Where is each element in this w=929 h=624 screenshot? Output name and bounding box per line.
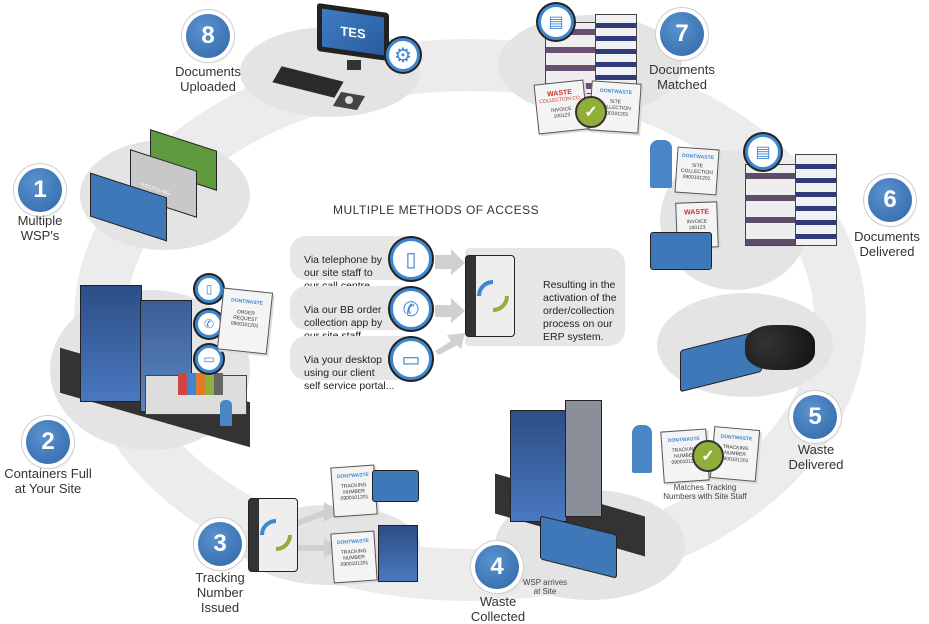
desktop-computer-illustration: TES <box>272 2 405 113</box>
tes-logo: TES <box>340 22 366 42</box>
tracking-number: TRACKING NUMBER 0900101201 <box>340 482 369 502</box>
monitor-stand <box>347 60 361 70</box>
mouse <box>345 96 353 104</box>
site-building-illustration <box>378 525 418 582</box>
arrow-icon <box>298 538 340 558</box>
waste-bags-pile <box>745 325 815 370</box>
telephone-icon: ✆ <box>390 288 432 330</box>
staff-member-illustration <box>650 140 672 188</box>
building-front <box>510 410 567 522</box>
brand-logo: DONTWASTE <box>681 152 715 162</box>
garbage-truck-illustration <box>650 232 712 270</box>
step-8-number: 8 <box>186 14 230 58</box>
site-collection-number: SITE COLLECTION 0900101201 <box>680 162 714 182</box>
methods-arrows <box>435 249 465 355</box>
mobile-phone-icon: ▯ <box>195 275 223 303</box>
waste-co-logo: WASTE <box>683 208 710 217</box>
waste-bins <box>178 373 223 395</box>
issue-arrows <box>298 502 340 558</box>
step-5-number: 5 <box>793 395 837 439</box>
site-building-illustration <box>495 395 655 557</box>
order-request-number: ORDER REQUEST 0900101201 <box>230 309 259 330</box>
gear-icon: ⚙ <box>386 38 420 72</box>
arrow-icon <box>435 298 465 323</box>
brand-logo: DONTWASTE <box>599 87 633 97</box>
step-3-number: 3 <box>198 522 242 566</box>
wsp-arrives-caption: WSP arrives at Site <box>522 578 568 596</box>
sync-arrows-icon <box>477 280 509 312</box>
monitor-screen: TES <box>322 8 384 56</box>
method-desktop: Via your desktop using our client self s… <box>290 336 410 392</box>
site-building-illustration <box>60 265 250 448</box>
matches-tracking-caption: Matches Tracking Numbers with Site Staff <box>663 483 747 501</box>
arrow-icon <box>298 502 340 526</box>
checkmark-icon: ✓ <box>575 96 607 128</box>
invoice-number: INVOICE 100123 <box>686 218 708 232</box>
method-text: Via your desktop using our client self s… <box>304 354 395 392</box>
step-7-number: 7 <box>660 12 704 56</box>
step-1-label: Multiple WSP's <box>17 213 63 243</box>
brand-logo: DONTWASTE <box>230 297 264 307</box>
arrow-icon <box>435 249 465 275</box>
erp-result-text: Resulting in the activation of the order… <box>543 279 617 343</box>
mobile-phone-icon: ▯ <box>390 238 432 280</box>
methods-title: MULTIPLE METHODS OF ACCESS <box>333 203 540 217</box>
step-2-label: Containers Full at Your Site <box>4 466 92 496</box>
step-5-label: Waste Delivered <box>788 442 844 472</box>
step-8-label: Documents Uploaded <box>175 64 241 94</box>
signed-site-collection-document: DONTWASTE SITE COLLECTION 0900101201 <box>674 146 720 196</box>
garbage-truck-illustration <box>372 470 419 502</box>
order-request-document: DONTWASTE ORDER REQUEST 0900101201 <box>216 287 274 355</box>
staff-member-illustration <box>632 425 652 473</box>
sync-arrows-icon <box>260 519 292 551</box>
building-side <box>565 400 602 517</box>
tracking-number-document: DONTWASTE TRACKING NUMBER 0900101201 <box>330 530 378 584</box>
step-1-number: 1 <box>18 168 62 212</box>
documents-icon: ▤ <box>538 4 574 40</box>
brand-logo: DONTWASTE <box>720 433 753 443</box>
building-front <box>80 285 142 402</box>
building-front <box>745 164 797 246</box>
staff-member-illustration <box>220 400 232 426</box>
step-4-number: 4 <box>475 545 519 589</box>
step-4-label: Waste Collected <box>470 594 526 624</box>
building-side <box>795 154 837 246</box>
step-3-label: Tracking Number Issued <box>195 570 245 615</box>
step-2-number: 2 <box>26 420 70 464</box>
step-6-label: Documents Delivered <box>854 229 920 259</box>
wsp-trucks-illustration: RECYCLING <box>85 129 235 242</box>
brand-logo: DONTWASTE <box>336 537 370 547</box>
monitor: TES <box>317 2 389 62</box>
checkmark-icon: ✓ <box>692 440 724 472</box>
step-6-number: 6 <box>868 178 912 222</box>
laptop-icon: ▭ <box>195 345 223 373</box>
brand-logo: DONTWASTE <box>336 471 370 481</box>
client-office-building <box>745 150 837 255</box>
tracking-number-document: DONTWASTE TRACKING NUMBER 0900101201 <box>330 464 378 518</box>
laptop-icon: ▭ <box>390 338 432 380</box>
tracking-number: TRACKING NUMBER 0900101201 <box>340 548 369 568</box>
step-7-label: Documents Matched <box>649 62 715 92</box>
documents-icon: ▤ <box>745 134 781 170</box>
arrow-icon <box>435 333 465 355</box>
